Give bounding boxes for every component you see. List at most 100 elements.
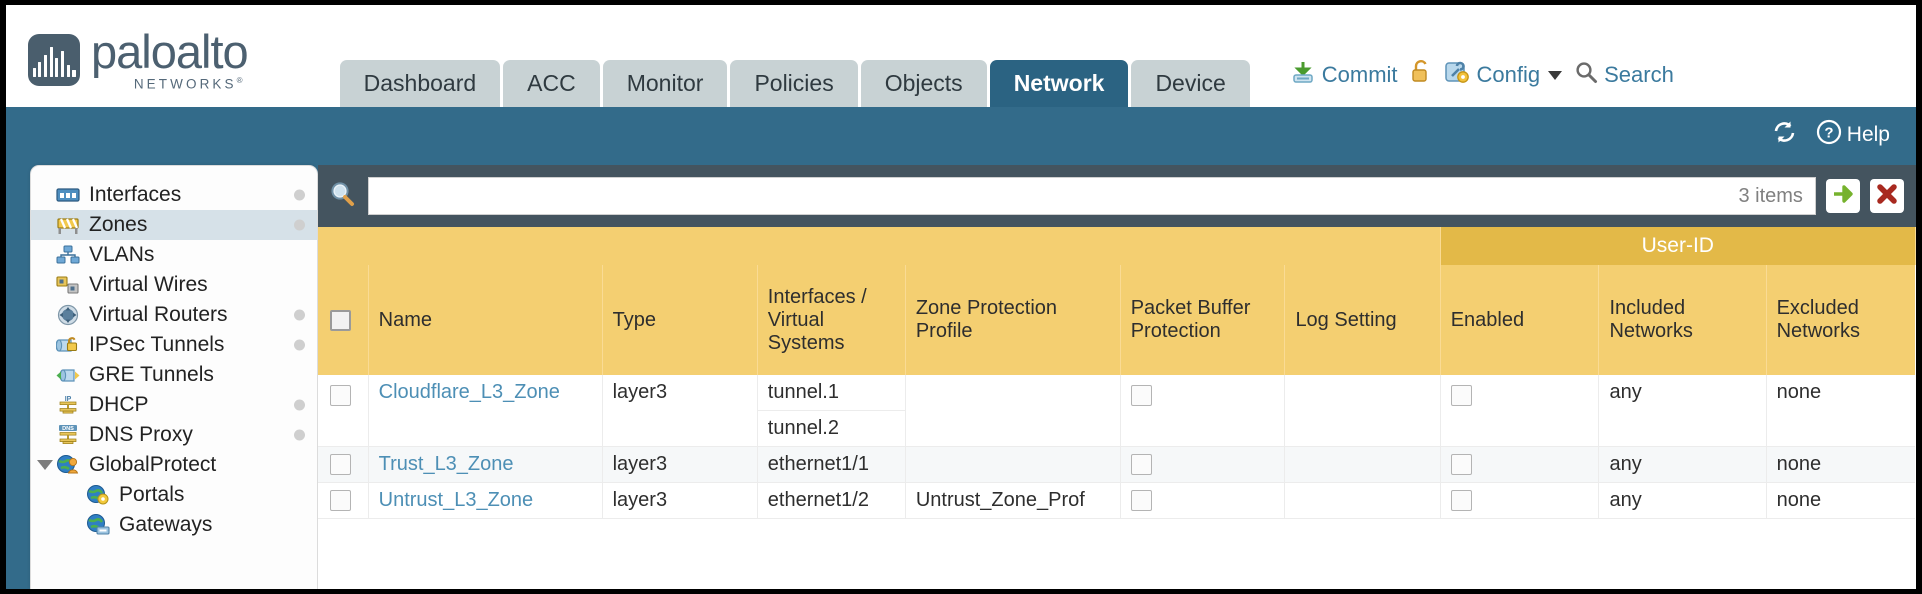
- tab-dashboard[interactable]: Dashboard: [339, 60, 501, 107]
- svg-text:?: ?: [1824, 125, 1833, 142]
- status-dot: [294, 399, 305, 411]
- vlans-icon: [55, 245, 81, 265]
- sidebar-item-portals[interactable]: Portals: [31, 480, 317, 510]
- apply-filter-button[interactable]: [1825, 179, 1860, 213]
- sidebar-item-label: DNS Proxy: [89, 423, 193, 446]
- cell-excluded-networks: none: [1766, 446, 1916, 483]
- row-select-checkbox[interactable]: [330, 454, 351, 476]
- row-select-checkbox[interactable]: [330, 385, 351, 407]
- search-input[interactable]: 3 items: [368, 177, 1816, 215]
- sidebar-item-zones[interactable]: Zones: [31, 210, 317, 240]
- search-icon[interactable]: [326, 178, 358, 215]
- tab-acc[interactable]: ACC: [503, 60, 600, 107]
- cell-packet-buffer-protection: [1120, 446, 1286, 483]
- cell-log-setting: [1284, 446, 1441, 483]
- column-header-name[interactable]: Name: [368, 265, 603, 375]
- refresh-icon[interactable]: [1771, 120, 1798, 150]
- table-row[interactable]: Trust_L3_Zone layer3 ethernet1/1: [318, 446, 1916, 483]
- tab-device[interactable]: Device: [1131, 60, 1250, 107]
- zone-name-link[interactable]: Untrust_L3_Zone: [378, 489, 534, 511]
- cell-zone-protection-profile: [905, 375, 1121, 447]
- user-id-enabled-checkbox[interactable]: [1450, 385, 1472, 407]
- column-header-type[interactable]: Type: [602, 265, 758, 375]
- cell-name: Trust_L3_Zone: [368, 446, 603, 483]
- cell-excluded-networks: none: [1766, 375, 1916, 447]
- cell-type: layer3: [602, 482, 758, 519]
- sidebar-item-globalprotect[interactable]: GlobalProtect: [31, 450, 317, 480]
- brand-name: paloalto: [91, 24, 249, 78]
- table-row[interactable]: Untrust_L3_Zone layer3 ethernet1/2 Untru…: [318, 482, 1916, 519]
- clear-filter-button[interactable]: [1869, 179, 1904, 213]
- select-all-header: [318, 265, 369, 375]
- column-header-zone-protection-profile[interactable]: Zone Protection Profile: [905, 265, 1121, 375]
- svg-text:DNS: DNS: [62, 426, 74, 432]
- cell-name: Cloudflare_L3_Zone: [368, 375, 603, 447]
- cell-interface: ethernet1/1: [757, 446, 906, 483]
- top-bar: paloalto NETWORKS® Dashboard ACC Monitor…: [6, 5, 1916, 107]
- sidebar-item-label: Virtual Wires: [89, 273, 208, 296]
- main-panel: 3 items: [318, 165, 1916, 589]
- sidebar-item-label: IPSec Tunnels: [89, 333, 225, 356]
- chevron-down-icon[interactable]: [37, 460, 53, 470]
- table-row[interactable]: Cloudflare_L3_Zone layer3 tunnel.1: [318, 375, 1916, 447]
- sidebar-item-gre-tunnels[interactable]: GRE Tunnels: [31, 360, 317, 390]
- sidebar-item-label: DHCP: [89, 393, 149, 416]
- tab-network[interactable]: Network: [989, 60, 1129, 107]
- commit-button[interactable]: Commit: [1290, 59, 1398, 91]
- column-header-enabled[interactable]: Enabled: [1440, 265, 1600, 375]
- sidebar-item-label: Zones: [89, 213, 148, 236]
- cell-log-setting: [1284, 375, 1441, 447]
- sidebar-item-gateways[interactable]: Gateways: [31, 510, 317, 540]
- cell-included-networks: any: [1598, 375, 1767, 447]
- cell-zone-protection-profile: Untrust_Zone_Prof: [905, 482, 1121, 519]
- sidebar-nav: Interfaces Zones: [30, 165, 318, 589]
- blue-band: ? Help: [6, 107, 1916, 165]
- sidebar-item-vlans[interactable]: VLANs: [31, 240, 317, 270]
- column-header-included-networks[interactable]: Included Networks: [1598, 265, 1767, 375]
- sidebar-item-virtual-routers[interactable]: Virtual Routers: [31, 300, 317, 330]
- sidebar-item-interfaces[interactable]: Interfaces: [31, 180, 317, 210]
- virtual-routers-icon: [55, 304, 81, 326]
- padlock-icon[interactable]: [1410, 59, 1432, 91]
- user-id-enabled-checkbox[interactable]: [1450, 490, 1472, 512]
- tab-policies[interactable]: Policies: [730, 60, 858, 107]
- chevron-down-icon[interactable]: [1548, 70, 1563, 80]
- column-header-packet-buffer-protection[interactable]: Packet Buffer Protection: [1120, 265, 1286, 375]
- gre-tunnels-icon: [55, 365, 81, 385]
- search-button[interactable]: Search: [1574, 60, 1674, 90]
- column-header-log-setting[interactable]: Log Setting: [1284, 265, 1441, 375]
- column-header-interfaces[interactable]: Interfaces / Virtual Systems: [757, 265, 906, 375]
- search-label: Search: [1604, 62, 1674, 87]
- sidebar-item-dns-proxy[interactable]: DNS DNS Proxy: [31, 420, 317, 450]
- group-header-spacer: [318, 227, 1441, 265]
- row-select-checkbox[interactable]: [330, 490, 351, 512]
- tab-objects[interactable]: Objects: [860, 60, 987, 107]
- packet-buffer-protection-checkbox[interactable]: [1130, 385, 1152, 407]
- cell-interface: ethernet1/2: [757, 482, 906, 519]
- paloalto-logo-icon: [28, 33, 80, 86]
- packet-buffer-protection-checkbox[interactable]: [1130, 454, 1152, 476]
- cell-included-networks: any: [1598, 482, 1767, 519]
- help-label: Help: [1846, 123, 1890, 146]
- table-head: User-ID Name Type Interfaces / Virtual S…: [318, 227, 1916, 375]
- config-menu[interactable]: Config: [1444, 59, 1563, 91]
- sidebar-item-ipsec-tunnels[interactable]: IPSec Tunnels: [31, 330, 317, 360]
- sidebar-item-dhcp[interactable]: IP DHCP: [31, 390, 317, 420]
- packet-buffer-protection-checkbox[interactable]: [1130, 490, 1152, 512]
- user-id-enabled-checkbox[interactable]: [1450, 454, 1472, 476]
- cell-type: layer3: [602, 446, 758, 483]
- dhcp-icon: IP: [55, 394, 81, 416]
- zone-name-link[interactable]: Trust_L3_Zone: [378, 453, 514, 475]
- zones-table: User-ID Name Type Interfaces / Virtual S…: [318, 227, 1916, 519]
- status-dot: [294, 309, 305, 321]
- zone-name-link[interactable]: Cloudflare_L3_Zone: [378, 381, 560, 403]
- sidebar-item-virtual-wires[interactable]: Virtual Wires: [31, 270, 317, 300]
- virtual-wires-icon: [55, 275, 81, 295]
- help-zone: ? Help: [1771, 119, 1890, 151]
- column-header-excluded-networks[interactable]: Excluded Networks: [1766, 265, 1916, 375]
- help-button[interactable]: ? Help: [1816, 119, 1890, 151]
- select-all-checkbox[interactable]: [330, 309, 351, 331]
- tab-monitor[interactable]: Monitor: [602, 60, 728, 107]
- sidebar-item-label: Gateways: [119, 513, 213, 536]
